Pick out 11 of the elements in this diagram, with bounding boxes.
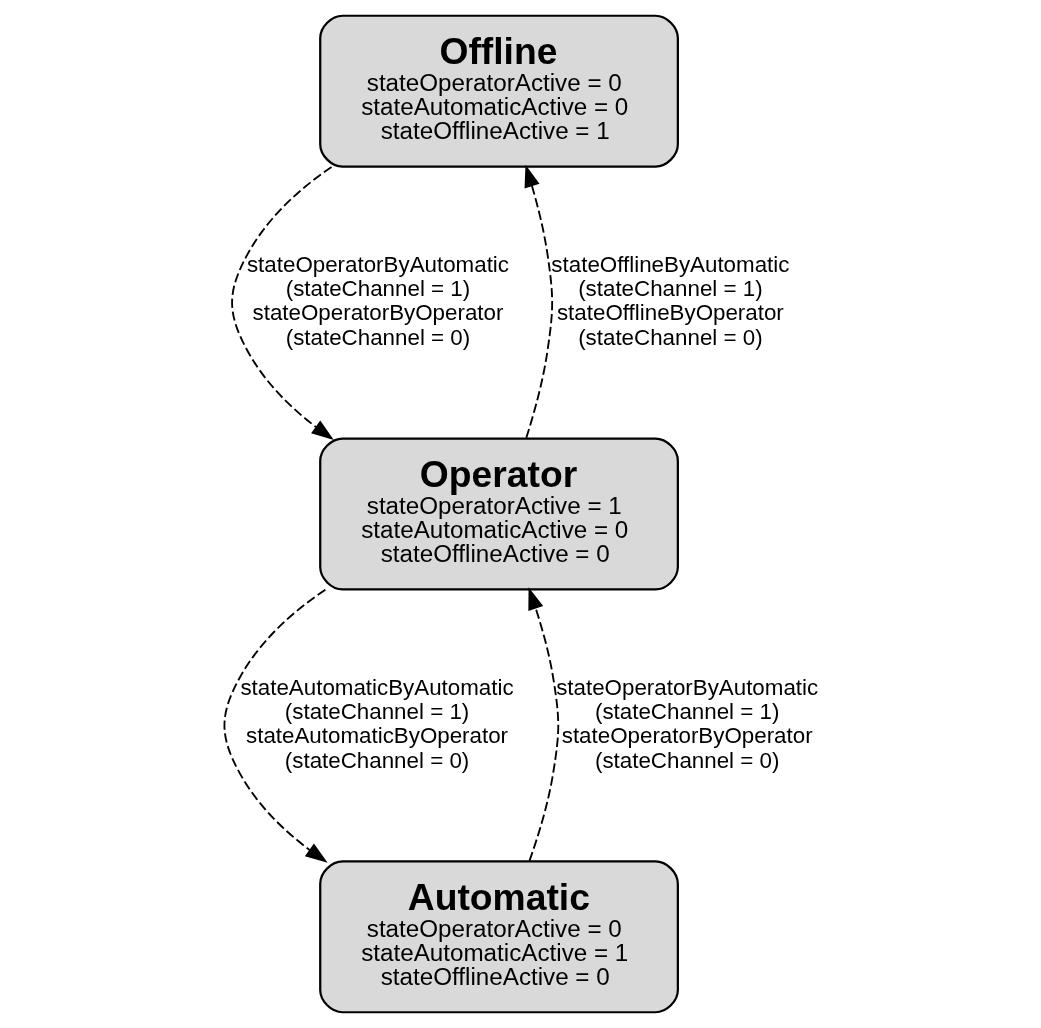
node-box: Automatic stateOperatorActive = 0 stateAutomaticActive = 1 stateOfflineActive = 0 (318, 860, 679, 1014)
arrow (230, 166, 334, 440)
arrow (524, 164, 553, 439)
edge-label: stateOfflineByAutomatic (stateChannel = 1) stateOfflineByOperator (stateChannel = 0) (550, 252, 789, 350)
arrow (223, 588, 328, 863)
node-box: Operator stateOperatorActive = 1 stateAutomaticActive = 0 stateOfflineActive = 0 (318, 437, 679, 591)
edge-label: stateOperatorByAutomatic (stateChannel = 1) stateOperatorByOperator (stateChannel = 0) (246, 252, 509, 350)
edge-label: stateOperatorByAutomatic (stateChannel = 1) stateOperatorByOperator (stateChannel = 0) (555, 674, 818, 773)
edge-label: stateAutomaticByAutomatic (stateChannel = 1) stateAutomaticByOperator (stateChannel = 0) (239, 674, 514, 773)
node-box: Offline stateOperatorActive = 0 stateAutomaticActive = 0 stateOfflineActive = 1 (318, 14, 679, 168)
arrow (527, 587, 559, 862)
